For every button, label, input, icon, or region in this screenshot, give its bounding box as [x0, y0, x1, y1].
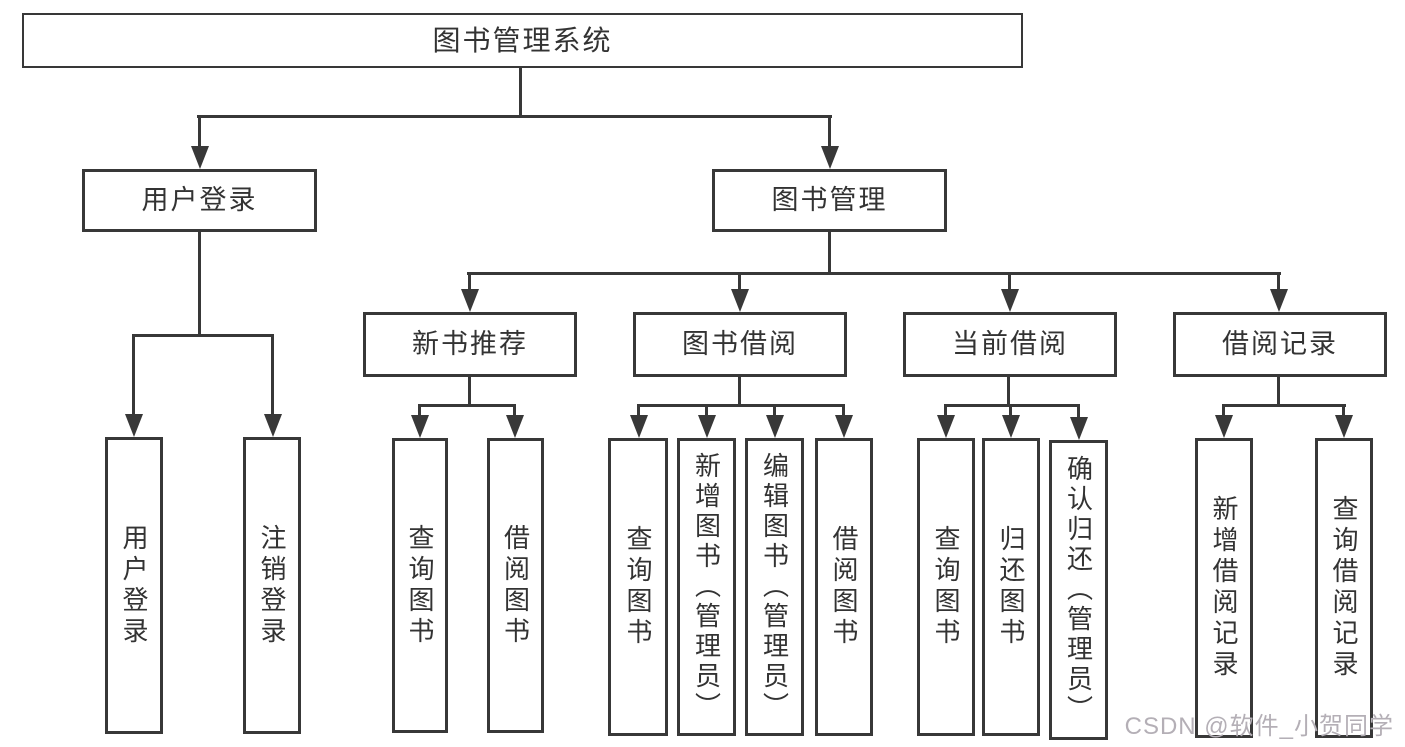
node-current-borrow: 当前借阅 — [903, 312, 1117, 377]
node-bb-borrow-book-label: 借阅图书 — [829, 525, 859, 649]
node-br-query-record-label: 查询借阅记录 — [1329, 495, 1359, 681]
arrowhead-leaf-logout — [264, 414, 282, 437]
node-rec-query-book-label: 查询图书 — [405, 523, 435, 648]
node-br-add-record: 新增借阅记录 — [1195, 438, 1253, 738]
node-leaf-user-login: 用户登录 — [105, 437, 163, 734]
node-root: 图书管理系统 — [22, 13, 1023, 68]
node-cb-return-book: 归还图书 — [982, 438, 1040, 736]
connector-drop-book-borrow — [738, 272, 741, 291]
arrowhead-cb-query — [937, 415, 955, 438]
node-cb-confirm-return-label: 确认归还（管理员） — [1063, 455, 1094, 725]
connector-drop-user-login — [198, 115, 201, 148]
connector-new-book-rec-rail — [418, 404, 516, 407]
connector-drop-cb-return — [1009, 404, 1012, 417]
node-leaf-user-login-label: 用户登录 — [119, 523, 149, 648]
arrowhead-cb-confirm — [1070, 417, 1088, 440]
node-leaf-logout: 注销登录 — [243, 437, 301, 734]
node-borrow-record-label: 借阅记录 — [1222, 329, 1338, 359]
node-rec-query-book: 查询图书 — [392, 438, 448, 733]
connector-drop-borrow-record — [1277, 272, 1280, 291]
connector-drop-new-book-rec — [468, 272, 471, 291]
arrowhead-borrow-record — [1270, 289, 1288, 312]
node-bb-edit-book-label: 编辑图书（管理员） — [759, 452, 790, 722]
connector-drop-rec-query — [418, 404, 421, 417]
connector-book-borrow-stub — [738, 375, 741, 407]
arrowhead-bb-add — [698, 415, 716, 438]
connector-root-trunk — [519, 66, 522, 118]
node-current-borrow-label: 当前借阅 — [952, 329, 1068, 359]
connector-new-book-rec-stub — [468, 375, 471, 407]
connector-drop-book-mgmt — [828, 115, 831, 148]
node-rec-borrow-book: 借阅图书 — [487, 438, 544, 733]
connector-current-borrow-rail — [944, 404, 1080, 407]
node-bb-query-book-label: 查询图书 — [623, 525, 653, 649]
node-bb-query-book: 查询图书 — [608, 438, 668, 736]
connector-drop-leaf-user-login — [132, 334, 135, 416]
node-book-mgmt: 图书管理 — [712, 169, 947, 232]
node-cb-confirm-return: 确认归还（管理员） — [1049, 440, 1108, 740]
connector-drop-cb-query — [944, 404, 947, 417]
node-cb-return-book-label: 归还图书 — [996, 525, 1026, 649]
arrowhead-new-book-rec — [461, 289, 479, 312]
connector-level1-rail — [197, 115, 832, 118]
connector-drop-current-borrow — [1008, 272, 1011, 291]
arrowhead-bb-query — [630, 415, 648, 438]
connector-book-mgmt-stub — [828, 230, 831, 275]
node-user-login: 用户登录 — [82, 169, 317, 232]
connector-drop-br-add — [1222, 404, 1225, 417]
arrowhead-user-login — [191, 146, 209, 169]
connector-current-borrow-stub — [1007, 375, 1010, 407]
arrowhead-br-add — [1215, 415, 1233, 438]
connector-drop-bb-borrow — [842, 404, 845, 417]
arrowhead-book-borrow — [731, 289, 749, 312]
arrowhead-br-query — [1335, 415, 1353, 438]
connector-level2-rail — [467, 272, 1281, 275]
connector-drop-bb-query — [637, 404, 640, 417]
node-cb-query-book-label: 查询图书 — [931, 525, 961, 649]
csdn-watermark: CSDN @软件_小贺同学 — [1124, 713, 1394, 740]
node-root-label: 图书管理系统 — [432, 24, 613, 56]
arrowhead-bb-borrow — [835, 415, 853, 438]
arrowhead-rec-borrow — [506, 415, 524, 438]
connector-drop-bb-edit — [773, 404, 776, 417]
connector-borrow-record-stub — [1277, 375, 1280, 407]
node-new-book-rec: 新书推荐 — [363, 312, 577, 377]
connector-user-login-stub — [198, 230, 201, 337]
node-new-book-rec-label: 新书推荐 — [412, 329, 528, 359]
node-book-borrow-label: 图书借阅 — [682, 329, 798, 359]
node-borrow-record: 借阅记录 — [1173, 312, 1387, 377]
node-user-login-label: 用户登录 — [141, 185, 258, 215]
connector-drop-br-query — [1342, 404, 1345, 417]
connector-drop-leaf-logout — [271, 334, 274, 416]
node-bb-add-book: 新增图书（管理员） — [677, 438, 736, 736]
node-rec-borrow-book-label: 借阅图书 — [500, 523, 531, 648]
arrowhead-cb-return — [1002, 415, 1020, 438]
connector-drop-cb-confirm — [1077, 404, 1080, 417]
arrowhead-leaf-user-login — [125, 414, 143, 437]
connector-drop-bb-add — [705, 404, 708, 417]
arrowhead-current-borrow — [1001, 289, 1019, 312]
node-cb-query-book: 查询图书 — [917, 438, 975, 736]
arrowhead-rec-query — [411, 415, 429, 438]
connector-book-borrow-rail — [637, 404, 845, 407]
arrowhead-bb-edit — [766, 415, 784, 438]
arrowhead-book-mgmt — [821, 146, 839, 169]
node-bb-borrow-book: 借阅图书 — [815, 438, 873, 736]
node-br-add-record-label: 新增借阅记录 — [1209, 495, 1239, 681]
node-leaf-logout-label: 注销登录 — [257, 523, 287, 648]
node-bb-add-book-label: 新增图书（管理员） — [691, 452, 722, 722]
node-book-mgmt-label: 图书管理 — [771, 185, 888, 215]
connector-borrow-record-rail — [1222, 404, 1346, 407]
connector-user-login-rail — [132, 334, 274, 337]
node-bb-edit-book: 编辑图书（管理员） — [745, 438, 804, 736]
connector-drop-rec-borrow — [513, 404, 516, 417]
node-br-query-record: 查询借阅记录 — [1315, 438, 1373, 738]
node-book-borrow: 图书借阅 — [633, 312, 847, 377]
